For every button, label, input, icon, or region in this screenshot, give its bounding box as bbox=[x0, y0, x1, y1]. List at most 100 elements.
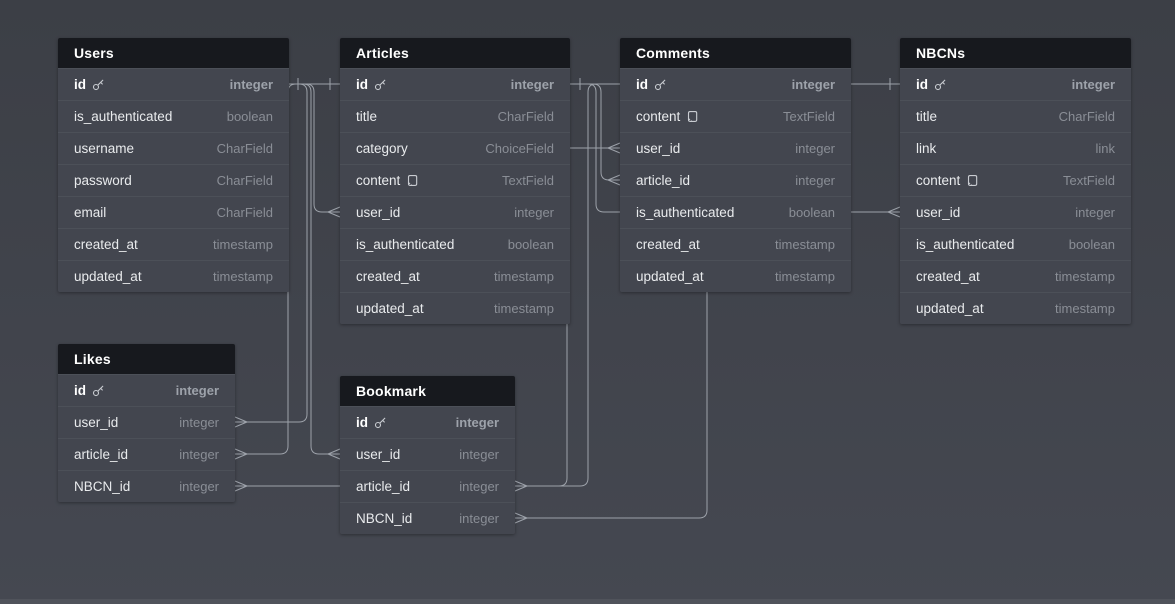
field-type-label: integer bbox=[459, 479, 499, 494]
table-title: Articles bbox=[356, 45, 409, 61]
field-name-label: content bbox=[916, 173, 961, 188]
field-type-label: timestamp bbox=[1055, 301, 1115, 316]
field-row-user_id[interactable]: user_id integer bbox=[340, 438, 515, 470]
field-row-NBCN_id[interactable]: NBCN_id integer bbox=[340, 502, 515, 534]
field-type-label: timestamp bbox=[213, 269, 273, 284]
field-type-label: integer bbox=[179, 415, 219, 430]
field-type-label: integer bbox=[1075, 205, 1115, 220]
field-name-label: updated_at bbox=[636, 269, 704, 284]
field-type-label: TextField bbox=[782, 109, 835, 124]
field-type-label: integer bbox=[795, 173, 835, 188]
field-type-label: timestamp bbox=[775, 237, 835, 252]
field-row-id[interactable]: id integer bbox=[340, 68, 570, 100]
field-name-label: NBCN_id bbox=[356, 511, 413, 526]
field-name-label: id bbox=[74, 77, 86, 92]
field-name-label: id bbox=[356, 415, 368, 430]
table-header[interactable]: NBCNs bbox=[900, 38, 1131, 68]
field-name-label: user_id bbox=[356, 205, 401, 220]
table-header[interactable]: Articles bbox=[340, 38, 570, 68]
table-header[interactable]: Likes bbox=[58, 344, 235, 374]
field-row-id[interactable]: id integer bbox=[58, 68, 289, 100]
field-name-label: article_id bbox=[356, 479, 411, 494]
field-row-user_id[interactable]: user_id integer bbox=[340, 196, 570, 228]
key-icon bbox=[374, 416, 387, 429]
field-type-label: TextField bbox=[1062, 173, 1115, 188]
scrollbar-track[interactable] bbox=[0, 599, 1175, 604]
field-name-label: created_at bbox=[916, 269, 980, 284]
field-type-label: integer bbox=[459, 511, 499, 526]
field-row-article_id[interactable]: article_id integer bbox=[340, 470, 515, 502]
field-type-label: boolean bbox=[788, 205, 835, 220]
table-header[interactable]: Comments bbox=[620, 38, 851, 68]
field-type-label: integer bbox=[455, 415, 499, 430]
field-type-label: TextField bbox=[501, 173, 554, 188]
field-name-label: id bbox=[636, 77, 648, 92]
field-name-label: article_id bbox=[636, 173, 691, 188]
field-row-content[interactable]: content TextField bbox=[340, 164, 570, 196]
field-name-label: is_authenticated bbox=[74, 109, 173, 124]
field-type-label: integer bbox=[229, 77, 273, 92]
field-row-article_id[interactable]: article_id integer bbox=[620, 164, 851, 196]
relationship-line bbox=[570, 78, 621, 186]
field-row-NBCN_id[interactable]: NBCN_id integer bbox=[58, 470, 235, 502]
field-name-label: id bbox=[356, 77, 368, 92]
field-type-label: integer bbox=[514, 205, 554, 220]
field-name-label: password bbox=[74, 173, 132, 188]
field-type-label: integer bbox=[510, 77, 554, 92]
field-row-updated_at[interactable]: updated_at timestamp bbox=[58, 260, 289, 292]
table-title: Comments bbox=[636, 45, 710, 61]
field-name-label: user_id bbox=[356, 447, 401, 462]
field-name-label: user_id bbox=[74, 415, 119, 430]
field-type-label: integer bbox=[179, 479, 219, 494]
field-name-label: title bbox=[916, 109, 938, 124]
field-type-label: integer bbox=[459, 447, 499, 462]
field-row-created_at[interactable]: created_at timestamp bbox=[900, 260, 1131, 292]
field-row-user_id[interactable]: user_id integer bbox=[58, 406, 235, 438]
field-row-id[interactable]: id integer bbox=[340, 406, 515, 438]
field-type-label: CharField bbox=[497, 109, 554, 124]
field-type-label: timestamp bbox=[775, 269, 835, 284]
field-name-label: content bbox=[356, 173, 401, 188]
field-name-label: updated_at bbox=[74, 269, 142, 284]
table-header[interactable]: Users bbox=[58, 38, 289, 68]
field-type-label: link bbox=[1095, 141, 1115, 156]
field-name-label: id bbox=[916, 77, 928, 92]
field-row-updated_at[interactable]: updated_at timestamp bbox=[620, 260, 851, 292]
field-name-label: NBCN_id bbox=[74, 479, 131, 494]
table-header[interactable]: Bookmark bbox=[340, 376, 515, 406]
field-type-label: timestamp bbox=[1055, 269, 1115, 284]
field-type-label: timestamp bbox=[213, 237, 273, 252]
field-name-label: article_id bbox=[74, 447, 129, 462]
field-row-content[interactable]: content TextField bbox=[900, 164, 1131, 196]
